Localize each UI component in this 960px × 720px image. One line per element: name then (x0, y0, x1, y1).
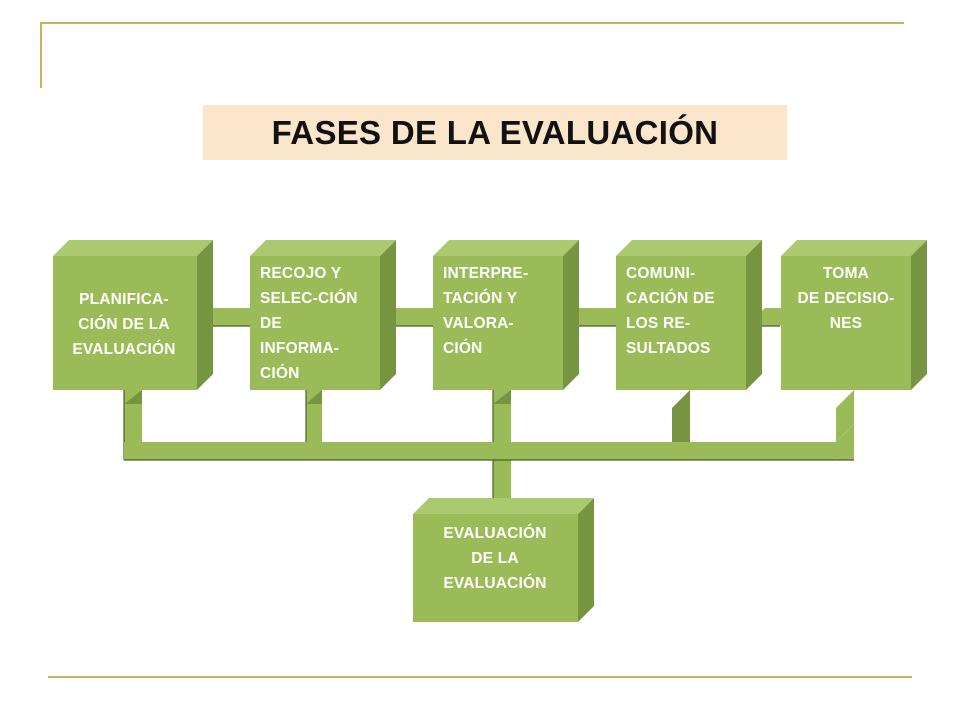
phase-label-line: CIÓN (443, 340, 483, 357)
phase-label-line: VALORA- (443, 315, 514, 332)
phase-box-interpretacion-top-face (433, 240, 579, 256)
meta-phase-box-front-face (413, 514, 578, 622)
diagram-title: FASES DE LA EVALUACIÓN (203, 105, 787, 160)
phase-box-comunicacion-side-face (746, 240, 762, 390)
phase-box-recojo-top-face (250, 240, 396, 256)
phase-label-line: DE DECISIO- (797, 290, 895, 307)
phase-box-decisiones-top-face (781, 240, 927, 256)
meta-phase-label-line: DE LA (471, 550, 519, 567)
phase-label-line: INTERPRE- (443, 265, 529, 282)
phase-label-line: DE (260, 315, 282, 332)
phase-box-planificacion-front-face (53, 256, 197, 390)
phase-label-line: CACIÓN DE (626, 290, 715, 307)
phase-box-interpretacion-side-face (563, 240, 579, 390)
phase-label-line: CIÓN (260, 365, 300, 382)
collector-bar (124, 442, 854, 460)
meta-phase-label-line: EVALUACIÓN (443, 525, 547, 542)
phase-box-comunicacion (616, 240, 762, 390)
phase-label-line: TOMA (822, 265, 870, 282)
meta-phase-box-side-face (578, 498, 594, 622)
meta-phase-box-top-face (413, 498, 594, 514)
drop-leg-3-bevel (493, 390, 511, 404)
phase-label-line: CIÓN DE LA (78, 316, 170, 333)
phase-label-line: SULTADOS (626, 340, 711, 357)
frame-bottom-line (48, 676, 912, 678)
phase-label-recojo: RECOJO Y SELEC-CIÓN DE INFORMA- CIÓN (260, 261, 378, 386)
phase-label-planificacion: PLANIFICA- CIÓN DE LA EVALUACIÓN (53, 287, 195, 362)
phase-label-interpretacion: INTERPRE- TACIÓN Y VALORA- CIÓN (443, 261, 561, 361)
frame-top-line (40, 22, 904, 24)
phase-box-decisiones-side-face (911, 240, 927, 390)
meta-phase-label-line: EVALUACIÓN (443, 575, 547, 592)
phase-label-line: INFORMA- (260, 340, 340, 357)
phase-label-comunicacion: COMUNI- CACIÓN DE LOS RE- SULTADOS (626, 261, 744, 361)
drop-leg-2-bevel (306, 390, 322, 404)
phase-box-interpretacion-front-face (433, 256, 563, 390)
meta-phase-box (413, 498, 594, 622)
phase-label-line: SELEC-CIÓN (260, 290, 358, 307)
phase-box-decisiones (781, 240, 927, 390)
box-layer (53, 240, 927, 622)
phase-label-line: TACIÓN Y (443, 290, 518, 307)
phase-label-line: COMUNI- (626, 265, 696, 282)
phase-box-comunicacion-top-face (616, 240, 762, 256)
phase-box-recojo-front-face (250, 256, 380, 390)
phase-label-decisiones: TOMA DE DECISIO- NES (781, 261, 911, 336)
phase-box-recojo (250, 240, 396, 390)
phase-label-line: RECOJO Y (260, 265, 342, 282)
meta-phase-label: EVALUACIÓN DE LA EVALUACIÓN (413, 521, 577, 596)
phase-label-line: PLANIFICA- (79, 291, 169, 308)
phase-box-recojo-side-face (380, 240, 396, 390)
phase-box-planificacion-top-face (53, 240, 213, 256)
phase-box-interpretacion (433, 240, 579, 390)
phase-box-comunicacion-front-face (616, 256, 746, 390)
phase-label-line: LOS RE- (626, 315, 691, 332)
phase-box-planificacion (53, 240, 213, 390)
phase-box-decisiones-front-face (781, 256, 911, 390)
frame-left-line (40, 22, 42, 88)
drop-leg-5 (836, 390, 854, 442)
phase-box-planificacion-side-face (197, 240, 213, 390)
collector-bar-end (836, 424, 854, 460)
phase-label-line: NES (829, 315, 863, 332)
phase-label-line: EVALUACIÓN (72, 341, 176, 358)
drop-leg-1-bevel (124, 390, 142, 404)
